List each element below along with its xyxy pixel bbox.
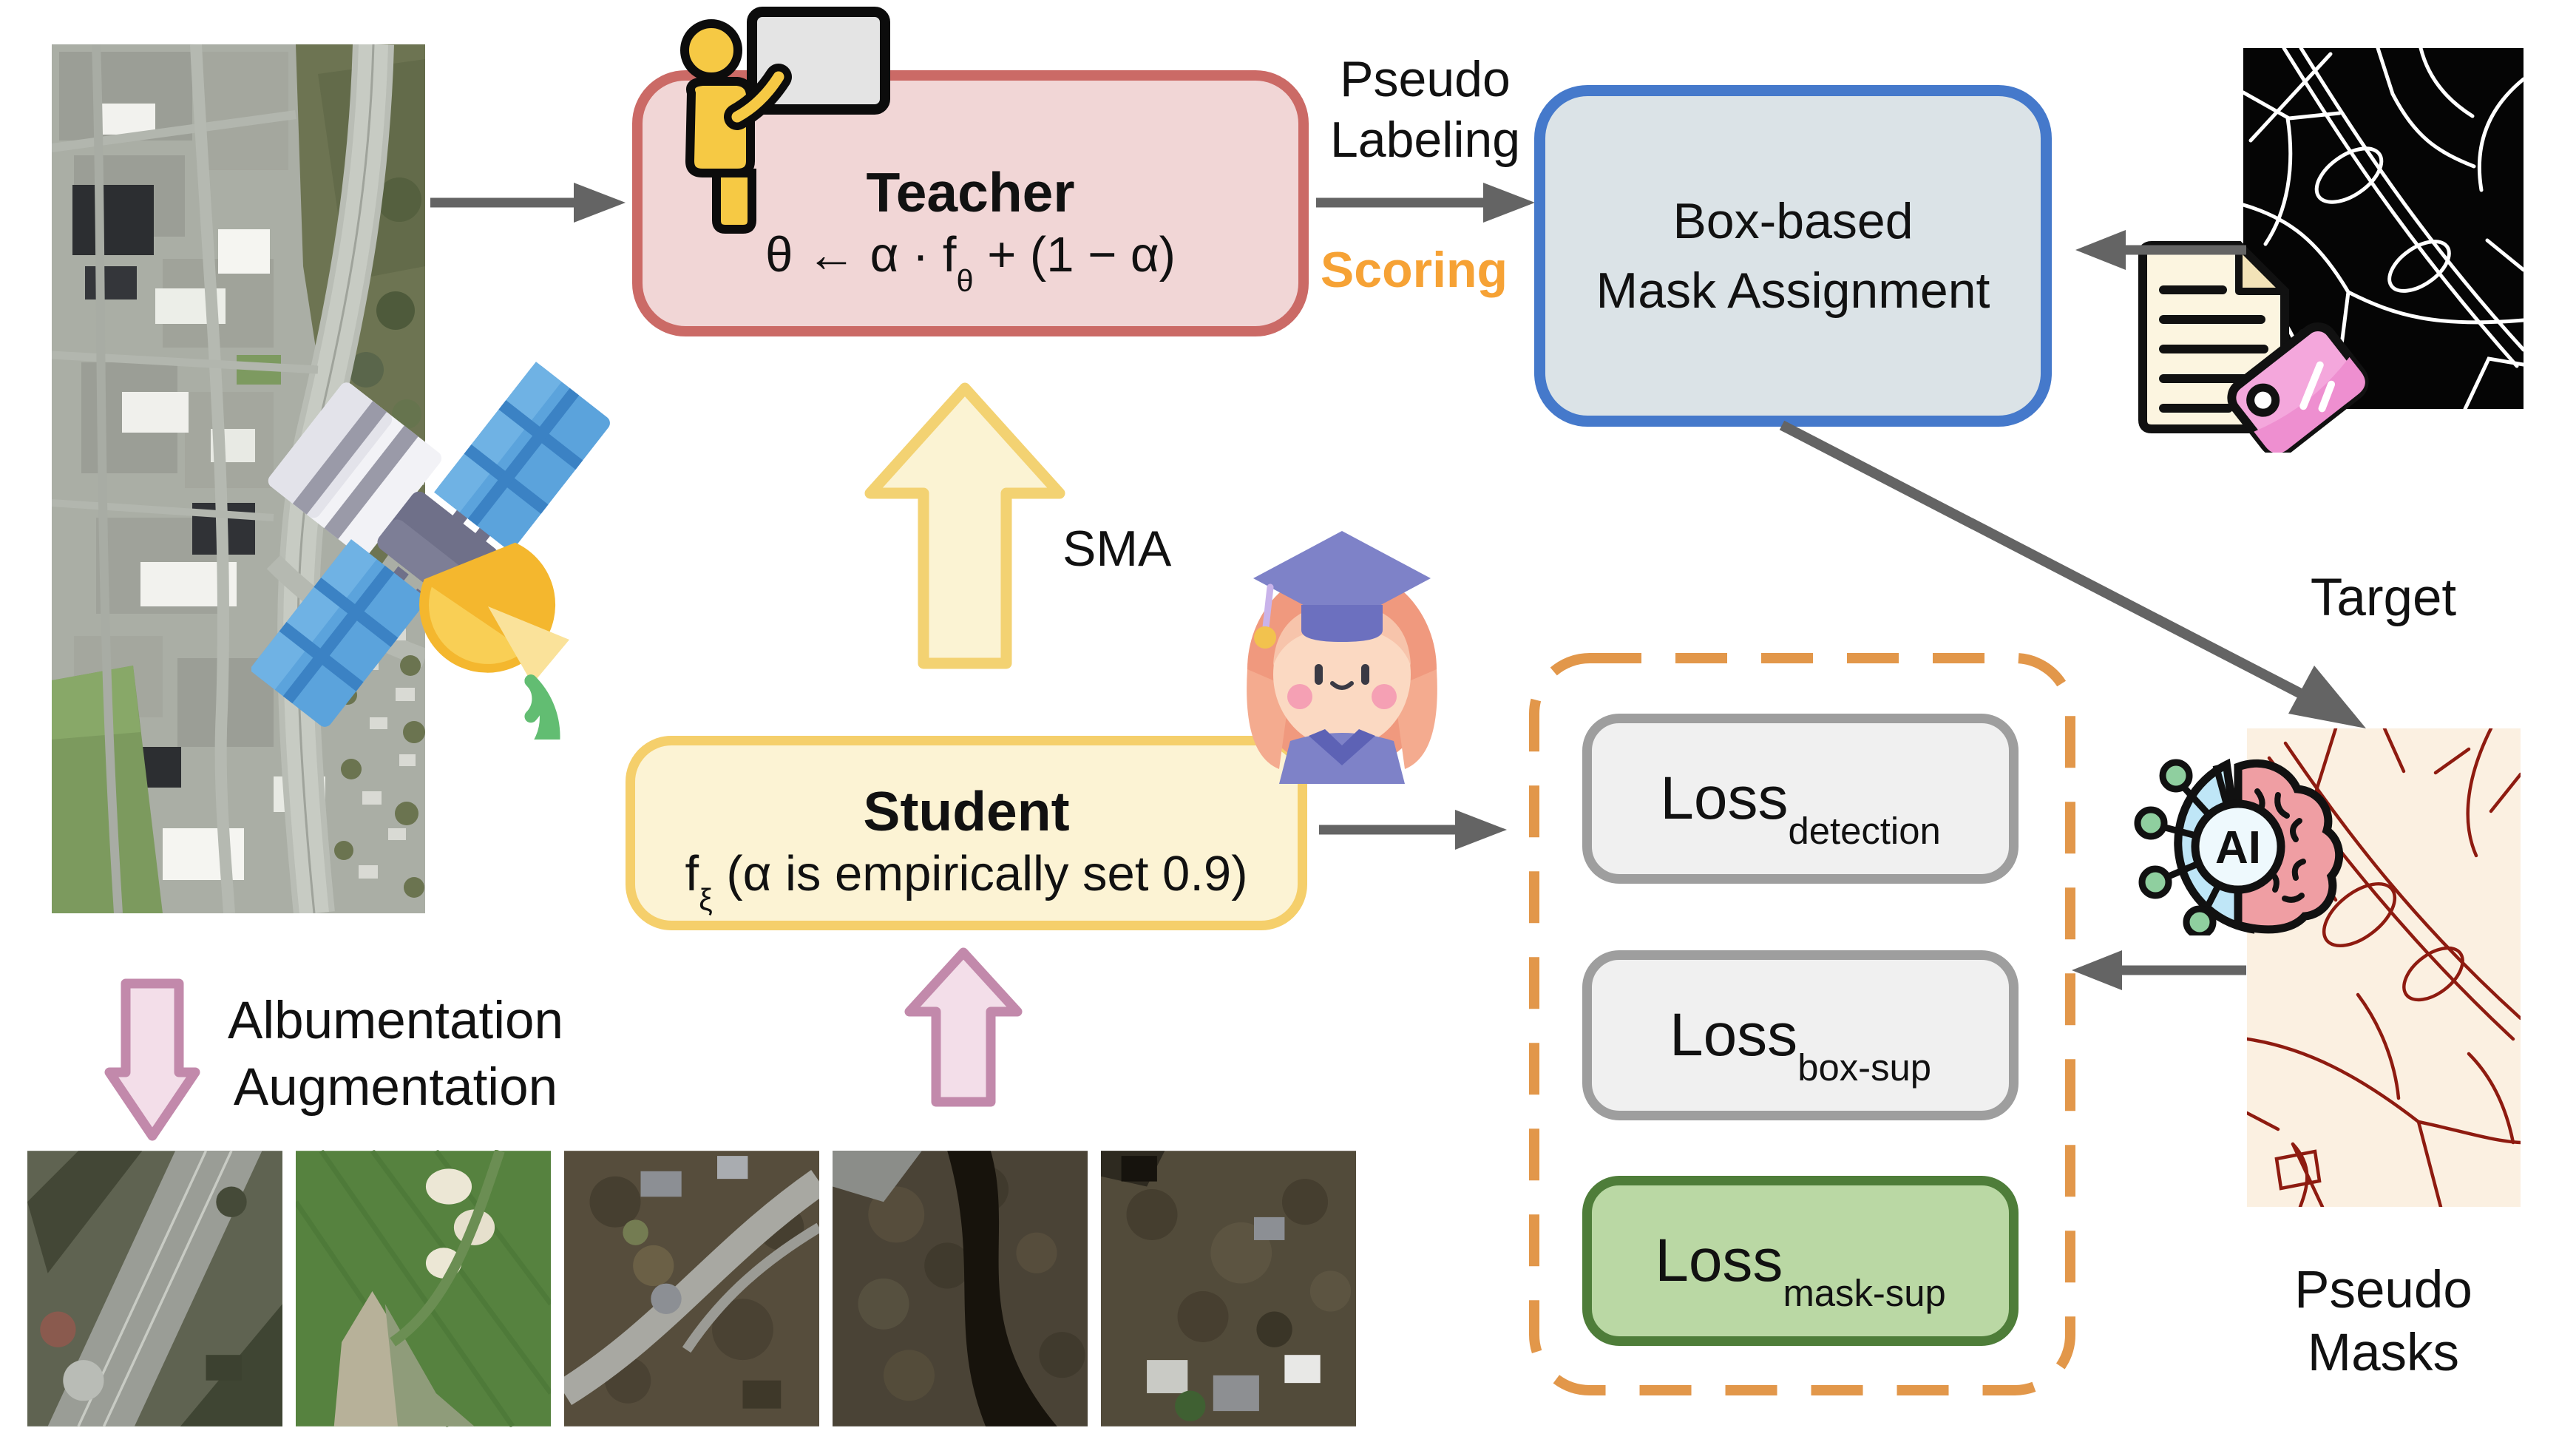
teacher-presenter-icon [680,7,890,234]
loss-box-sup-box: Lossbox-sup [1582,950,2019,1120]
labeled-document-icon [2138,241,2369,453]
teacher-title: Teacher [866,161,1075,223]
ai-badge-text: AI [2215,822,2261,873]
augmented-to-student-arrow [904,947,1023,1107]
augmented-tile-4 [833,1150,1088,1427]
arrow-pseudomasks-to-losses [2072,950,2246,990]
student-node: Student fξ (α is empirically set 0.9) [626,736,1307,930]
sma-arrow [864,382,1065,669]
pseudo-mask-image [2247,728,2521,1207]
augmented-tile-3 [564,1150,819,1427]
loss-mask-sup-label: Lossmask-sup [1655,1227,1946,1314]
ai-brain-icon: AI [2134,758,2344,935]
student-formula: fξ (α is empirically set 0.9) [685,846,1248,917]
graduate-student-icon [1247,531,1437,784]
arrow-input-to-teacher [430,183,626,223]
augmented-tile-5 [1101,1150,1356,1427]
teacher-formula: θ ← α · fθ + (1 − α) [765,227,1176,298]
augmentation-arrow [104,978,200,1141]
arrow-assignment-to-pseudomasks [1779,420,2366,728]
augmented-tile-2 [296,1150,551,1427]
loss-group-container [1529,653,2075,1395]
loss-detection-label: Lossdetection [1660,765,1941,852]
scoring-label: Scoring [1320,242,1508,298]
box-based-mask-assignment-node: Box-based Mask Assignment [1534,85,2052,427]
arrow-target-to-assignment [2075,230,2246,270]
student-title: Student [863,780,1070,842]
arrow-student-to-losses [1319,810,1507,850]
assignment-line1: Box-based [1672,193,1914,249]
arrow-teacher-to-assignment [1316,183,1535,223]
augmentation-label: Albumentation Augmentation [228,992,563,1117]
augmented-tile-1 [27,1150,282,1427]
loss-detection-box: Lossdetection [1582,714,2019,884]
target-label: Target [2310,569,2457,627]
pseudo-masks-label: Pseudo Masks [2294,1261,2472,1382]
assignment-line2: Mask Assignment [1596,263,1990,319]
sma-label: SMA [1062,521,1172,577]
loss-box-sup-label: Lossbox-sup [1669,1001,1932,1089]
pseudo-labeling-label: Pseudo Labeling [1329,51,1521,168]
loss-mask-sup-box: Lossmask-sup [1582,1176,2019,1346]
satellite-icon [251,362,610,740]
